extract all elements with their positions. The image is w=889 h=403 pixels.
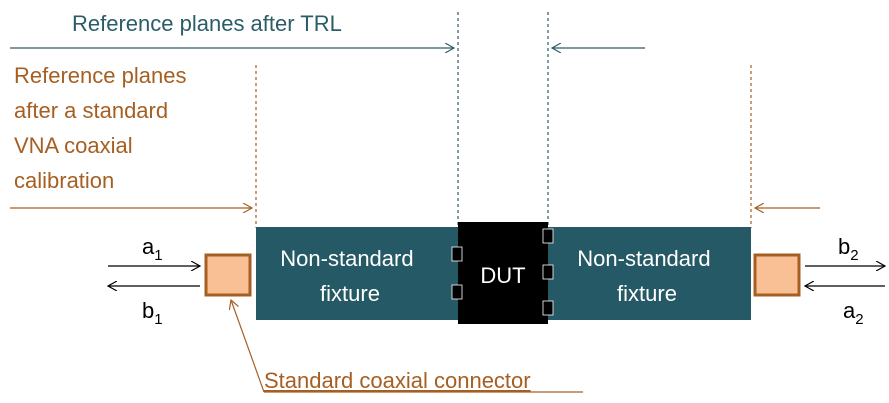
left-fixture-label: Non-standard fixture <box>280 246 419 306</box>
right-fixture-label-line-1: Non-standard <box>577 246 710 271</box>
b1-label: b1 <box>142 298 163 328</box>
b2-label: b2 <box>838 234 859 264</box>
right-fixture <box>545 227 751 320</box>
connector-label: Standard coaxial connector <box>264 368 531 393</box>
right-fixture-label-line-2: fixture <box>617 281 677 306</box>
left-fixture-label-line-1: Non-standard <box>280 246 413 271</box>
dut-pin-3 <box>542 228 554 244</box>
a1-subscript: 1 <box>154 247 162 264</box>
b1-letter: b <box>142 298 154 323</box>
a2-letter: a <box>843 298 856 323</box>
dut-pin-5 <box>542 300 554 316</box>
dut-pin-2 <box>451 284 463 300</box>
dut-pin-4 <box>542 264 554 280</box>
coax-reference-label-line-1: Reference planes <box>14 63 186 88</box>
trl-reference-label: Reference planes after TRL <box>72 11 342 36</box>
left-fixture-label-line-2: fixture <box>320 281 380 306</box>
b2-letter: b <box>838 234 850 259</box>
left-fixture <box>256 227 462 320</box>
dut-label: DUT <box>480 263 525 288</box>
coax-reference-label-line-4: calibration <box>14 168 114 193</box>
coax-reference-label-line-2: after a standard <box>14 98 168 123</box>
coax-reference-label-line-3: VNA coaxial <box>14 133 133 158</box>
right-fixture-label: Non-standard fixture <box>577 246 716 306</box>
connector-callout-arrow <box>231 300 265 393</box>
a2-subscript: 2 <box>855 311 863 328</box>
a1-label: a1 <box>142 234 163 264</box>
dut-body <box>458 222 548 324</box>
b2-subscript: 2 <box>850 247 858 264</box>
a1-letter: a <box>142 234 155 259</box>
dut-pin-1 <box>451 246 463 262</box>
a2-label: a2 <box>843 298 864 328</box>
coax-reference-label: Reference planes after a standard VNA co… <box>14 63 193 193</box>
right-coax-connector <box>753 253 801 297</box>
left-coax-connector <box>204 253 252 297</box>
b1-subscript: 1 <box>154 311 162 328</box>
